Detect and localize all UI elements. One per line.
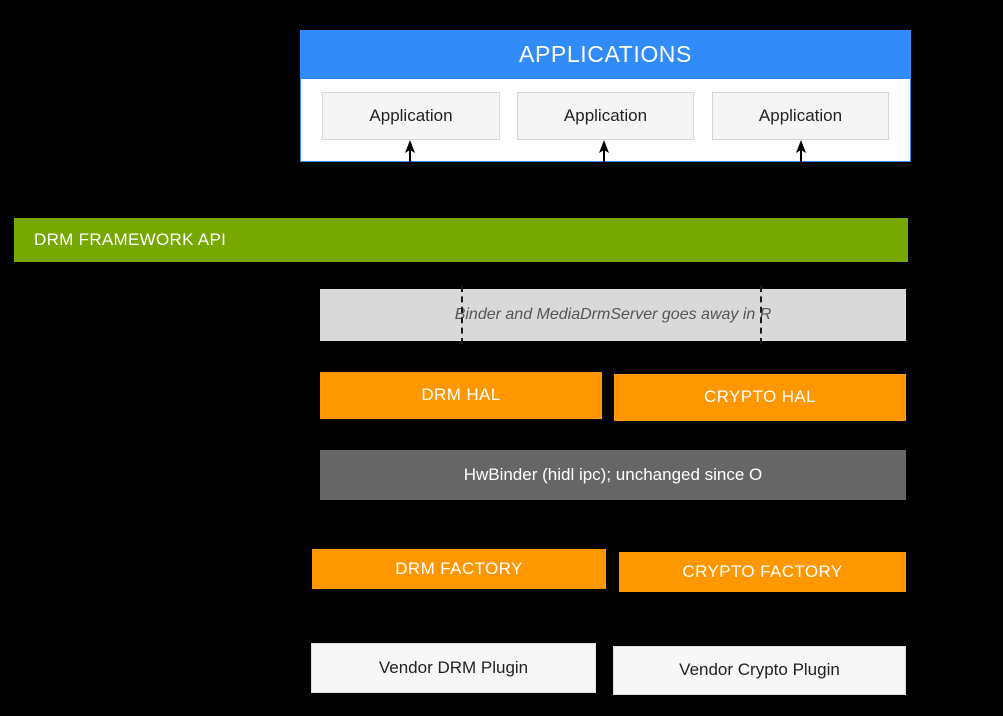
dashed-separator-left [461, 286, 463, 344]
hwbinder-bar: HwBinder (hidl ipc); unchanged since O [320, 450, 906, 500]
application-box-2[interactable]: Application [517, 92, 694, 140]
crypto-hal-box[interactable]: CRYPTO HAL [614, 374, 906, 421]
dashed-separator-right [760, 286, 762, 344]
crypto-factory-box[interactable]: CRYPTO FACTORY [619, 552, 906, 592]
drm-framework-api-bar: DRM FRAMEWORK API [14, 218, 908, 262]
arrow-up-app-3-icon [794, 140, 808, 170]
arrow-up-app-1-icon [403, 140, 417, 170]
arrow-up-app-2-icon [597, 140, 611, 170]
drm-factory-box[interactable]: DRM FACTORY [312, 549, 606, 589]
binder-note-bar: Binder and MediaDrmServer goes away in R [320, 289, 906, 341]
vendor-crypto-plugin-box[interactable]: Vendor Crypto Plugin [613, 646, 906, 695]
application-box-3[interactable]: Application [712, 92, 889, 140]
applications-header: APPLICATIONS [300, 30, 911, 79]
vendor-drm-plugin-box[interactable]: Vendor DRM Plugin [311, 643, 596, 693]
drm-hal-box[interactable]: DRM HAL [320, 372, 602, 419]
application-box-1[interactable]: Application [322, 92, 500, 140]
